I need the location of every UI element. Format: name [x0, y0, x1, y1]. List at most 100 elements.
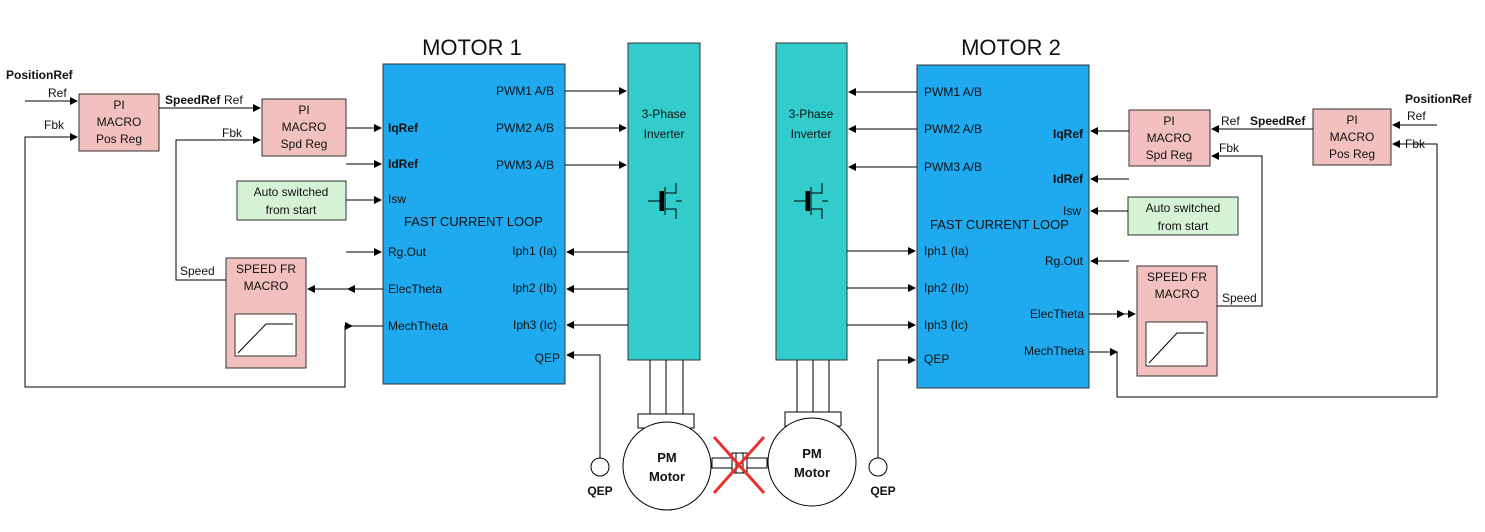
m2-iqref-label: IqRef — [1053, 127, 1084, 141]
m2-spd-reg-line1: PI — [1163, 114, 1174, 128]
m1-spd-fbk-label: Fbk — [222, 126, 243, 140]
m1-speed-fr-line2: MACRO — [244, 279, 289, 293]
m1-iph3-label: Iph3 (Ic) — [513, 318, 557, 332]
m2-qep-label: QEP — [924, 352, 949, 366]
m2-pwm1-label: PWM1 A/B — [924, 85, 982, 99]
pm-motor1 — [622, 421, 712, 511]
m2-auto-line2: from start — [1158, 219, 1209, 233]
m1-speed-ref-label: SpeedRef — [165, 93, 221, 107]
m2-pos-reg-line2: MACRO — [1330, 130, 1375, 144]
qep2-label: QEP — [870, 484, 895, 498]
m2-qep-wire — [877, 356, 916, 458]
m2-iph1-label: Iph1 (Ia) — [924, 244, 969, 258]
m1-spd-ref-label: Ref — [224, 93, 243, 107]
m1-pos-reg-line2: MACRO — [97, 115, 142, 129]
inverter1-label-line1: 3-Phase — [642, 107, 687, 121]
m2-mech-label: MechTheta — [1024, 344, 1084, 358]
m1-auto-line2: from start — [266, 203, 317, 217]
m2-speed-label: Speed — [1222, 291, 1257, 305]
m2-spd-fbk-label: Fbk — [1219, 141, 1240, 155]
m2-idref-label: IdRef — [1053, 172, 1084, 186]
pm-motor2-line2: Motor — [794, 465, 830, 480]
m1-position-ref-label: PositionRef — [6, 68, 74, 82]
m2-spd-reg-block — [1128, 109, 1211, 167]
m2-pos-reg-block — [1312, 108, 1392, 166]
m2-loop-label: FAST CURRENT LOOP — [930, 217, 1069, 232]
shaft-right — [746, 457, 768, 469]
qep1-encoder-icon — [590, 457, 610, 477]
m1-iph2-label: Iph2 (Ib) — [512, 281, 557, 295]
m2-speed-fr-line2: MACRO — [1155, 287, 1200, 301]
m2-isw-label: Isw — [1063, 204, 1081, 218]
motor2-title: MOTOR 2 — [961, 35, 1061, 60]
m1-speed-fr-line1: SPEED FR — [236, 262, 296, 276]
inverter2-label-line2: Inverter — [791, 127, 832, 141]
m1-auto-line1: Auto switched — [254, 185, 329, 199]
m1-auto-switched-box — [236, 180, 347, 221]
qep1-label: QEP — [587, 484, 612, 498]
m1-mech-label: MechTheta — [388, 319, 448, 333]
m2-phase-leads — [784, 360, 842, 427]
m1-spd-reg-line1: PI — [298, 103, 309, 117]
m2-pos-reg-line1: PI — [1346, 113, 1357, 127]
m2-auto-switched-box — [1127, 196, 1239, 236]
m1-isw-label: Isw — [388, 192, 406, 206]
m2-speed-fr-line1: SPEED FR — [1147, 270, 1207, 284]
m1-spd-reg-block — [261, 98, 347, 157]
m1-pwm1-label: PWM1 A/B — [496, 84, 554, 98]
m2-pos-fbk-label: Fbk — [1405, 137, 1426, 151]
motor1-controller-block — [382, 63, 566, 385]
inverter1-label-line2: Inverter — [644, 127, 685, 141]
pm-motor1-line2: Motor — [649, 469, 685, 484]
m1-speed-fb-wire — [175, 136, 261, 281]
pm-motor2-line1: PM — [802, 446, 822, 461]
m1-qep-label: QEP — [535, 351, 560, 365]
transistor-icon — [648, 183, 682, 219]
decoupled-cross-icon — [712, 436, 766, 494]
m2-rgout-label: Rg.Out — [1045, 254, 1084, 268]
m2-elec-label: ElecTheta — [1030, 307, 1084, 321]
m2-spd-reg-line3: Spd Reg — [1146, 148, 1193, 162]
m2-position-ref-label: PositionRef — [1405, 92, 1473, 106]
m2-pwm2-label: PWM2 A/B — [924, 122, 982, 136]
transistor-icon — [794, 183, 828, 219]
m1-iqref-label: IqRef — [388, 121, 419, 135]
m1-pos-fbk-label: Fbk — [44, 118, 65, 132]
pm-motor2 — [767, 417, 857, 507]
shaft-left — [711, 457, 733, 469]
m1-ramp-icon — [237, 323, 293, 354]
m1-qep-wire — [566, 351, 601, 458]
pm-motor1-line1: PM — [657, 450, 677, 465]
m2-spd-reg-line2: MACRO — [1147, 131, 1192, 145]
m2-pos-reg-line3: Pos Reg — [1329, 147, 1375, 161]
m2-ramp-graph — [1145, 321, 1208, 367]
m2-pwm3-label: PWM3 A/B — [924, 160, 982, 174]
motor2-controller-block — [916, 64, 1090, 389]
m1-pos-reg-line1: PI — [113, 98, 124, 112]
qep2-encoder-icon — [868, 457, 888, 477]
m1-speed-label: Speed — [180, 264, 215, 278]
m2-speed-ref-label: SpeedRef — [1250, 114, 1306, 128]
m2-pos-ref-label: Ref — [1407, 109, 1426, 123]
m1-pwm3-label: PWM3 A/B — [496, 158, 554, 172]
motor1-title: MOTOR 1 — [422, 35, 522, 60]
m2-spd-ref-label: Ref — [1221, 114, 1240, 128]
m1-phase-leads — [637, 360, 695, 429]
inverter2-label-line1: 3-Phase — [789, 107, 834, 121]
m1-spd-reg-line3: Spd Reg — [281, 137, 328, 151]
m1-idref-label: IdRef — [388, 157, 419, 171]
m1-elec-label: ElecTheta — [388, 282, 442, 296]
m2-ramp-icon — [1148, 332, 1204, 364]
m1-pos-ref-label: Ref — [48, 86, 67, 100]
m2-speed-fb-wire — [1211, 152, 1263, 307]
m1-loop-label: FAST CURRENT LOOP — [404, 214, 543, 229]
m1-pos-reg-line3: Pos Reg — [96, 132, 142, 146]
m1-pwm2-label: PWM2 A/B — [496, 121, 554, 135]
m1-rgout-label: Rg.Out — [388, 245, 427, 259]
m1-ramp-graph — [234, 313, 297, 357]
m2-iph2-label: Iph2 (Ib) — [924, 281, 969, 295]
m2-auto-line1: Auto switched — [1146, 201, 1221, 215]
m1-mech-wire — [24, 133, 383, 388]
m1-spd-reg-line2: MACRO — [282, 120, 327, 134]
